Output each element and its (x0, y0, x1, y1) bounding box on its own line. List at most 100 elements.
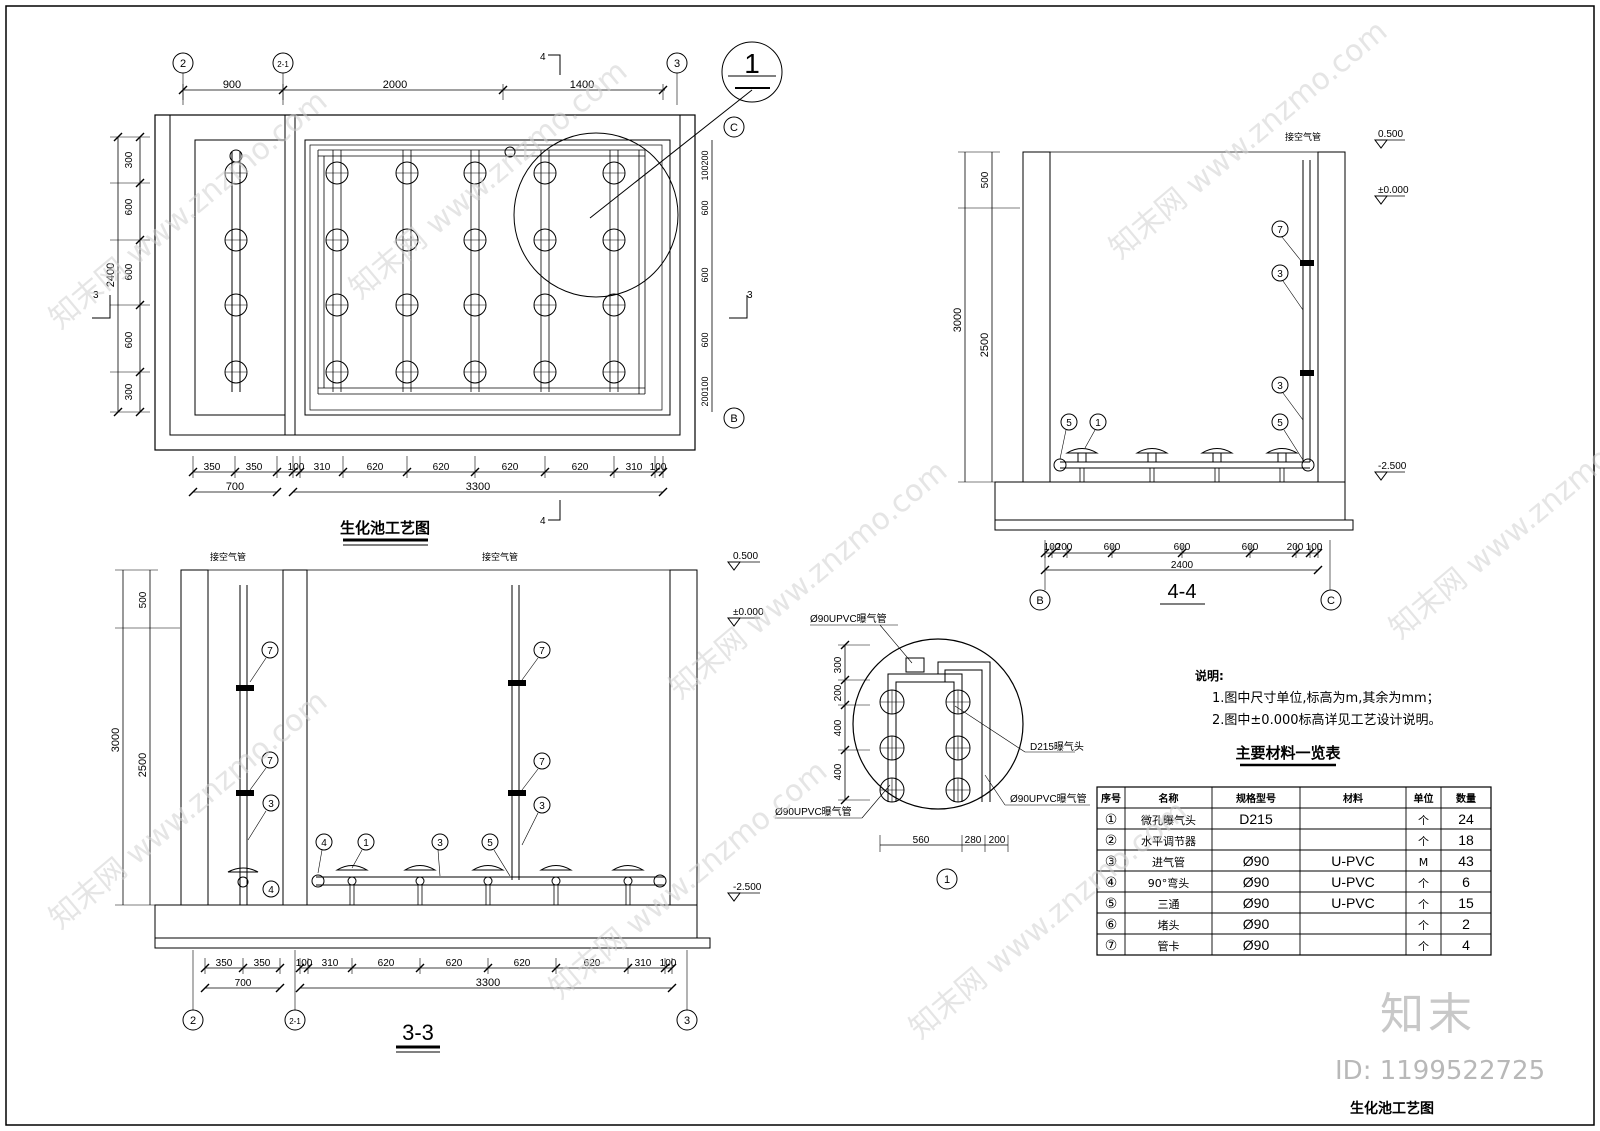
plan-title: 生化池工艺图 (340, 519, 430, 537)
svg-text:100: 100 (288, 462, 305, 473)
watermark-id: ID: 1199522725 (1335, 1056, 1546, 1086)
svg-text:15: 15 (1458, 895, 1474, 911)
svg-text:5: 5 (1277, 418, 1283, 429)
svg-text:⑥: ⑥ (1105, 917, 1118, 933)
svg-text:100: 100 (700, 376, 710, 391)
svg-text:2400: 2400 (1171, 560, 1194, 571)
svg-text:100: 100 (1306, 542, 1323, 553)
svg-text:310: 310 (626, 462, 643, 473)
svg-text:2400: 2400 (105, 263, 117, 287)
svg-text:560: 560 (913, 835, 930, 846)
svg-text:个: 个 (1418, 814, 1429, 827)
svg-text:0.500: 0.500 (1378, 129, 1403, 140)
svg-text:900: 900 (223, 79, 241, 91)
svg-text:300: 300 (833, 656, 844, 673)
svg-text:350: 350 (254, 958, 271, 969)
svg-text:知末网 www.znzmo.com: 知末网 www.znzmo.com (543, 754, 834, 1006)
svg-text:600: 600 (700, 332, 710, 347)
svg-text:±0.000: ±0.000 (1378, 185, 1409, 196)
svg-text:微孔曝气头: 微孔曝气头 (1141, 813, 1196, 827)
svg-text:-2.500: -2.500 (733, 882, 762, 893)
svg-text:310: 310 (314, 462, 331, 473)
svg-text:620: 620 (433, 462, 450, 473)
svg-text:3000: 3000 (110, 728, 122, 752)
svg-text:数量: 数量 (1456, 792, 1476, 805)
svg-text:3: 3 (1277, 381, 1283, 392)
grid-3-bubble: 3 (674, 58, 680, 70)
svg-text:5: 5 (487, 838, 493, 849)
svg-text:7: 7 (539, 757, 545, 768)
footer-title: 生化池工艺图 (1350, 1101, 1434, 1117)
svg-text:300: 300 (124, 383, 135, 400)
svg-text:U-PVC: U-PVC (1331, 874, 1375, 890)
svg-text:3300: 3300 (466, 481, 490, 493)
watermark-overlay: 知末网 www.znzmo.com 知末网 www.znzmo.com 知末网 ww… (43, 14, 1600, 1046)
svg-text:B: B (1036, 595, 1043, 607)
svg-text:知末网 www.znzmo.com: 知末网 www.znzmo.com (43, 684, 334, 936)
svg-text:个: 个 (1418, 919, 1429, 932)
svg-text:进气管: 进气管 (1152, 855, 1185, 869)
svg-text:700: 700 (226, 481, 244, 493)
svg-text:知末网 www.znzmo.com: 知末网 www.znzmo.com (1383, 394, 1600, 646)
svg-text:个: 个 (1418, 940, 1429, 953)
svg-text:3: 3 (684, 1015, 690, 1027)
detail-1-marker (721, 41, 783, 103)
svg-text:知末网 www.znzmo.com: 知末网 www.znzmo.com (43, 84, 334, 336)
svg-text:350: 350 (216, 958, 233, 969)
grid-2-bubble: 2 (180, 58, 186, 70)
svg-text:①: ① (1105, 812, 1118, 828)
svg-text:600: 600 (700, 267, 710, 282)
svg-text:90°弯头: 90°弯头 (1148, 876, 1190, 890)
svg-text:2500: 2500 (979, 333, 991, 357)
svg-text:7: 7 (267, 756, 273, 767)
svg-text:500: 500 (138, 591, 149, 608)
svg-text:4: 4 (540, 52, 546, 63)
grid-B-bubble: B (730, 413, 737, 425)
notes-line-2: 2.图中±0.000标高详见工艺设计说明。 (1212, 712, 1442, 728)
svg-text:2000: 2000 (383, 79, 407, 91)
svg-text:400: 400 (833, 763, 844, 780)
svg-text:Ø90: Ø90 (1243, 937, 1270, 953)
svg-text:M: M (1419, 856, 1429, 869)
svg-text:3: 3 (93, 290, 99, 301)
svg-text:200: 200 (989, 835, 1006, 846)
svg-text:D215曝气头: D215曝气头 (1030, 740, 1084, 753)
svg-text:Ø90UPVC曝气管: Ø90UPVC曝气管 (810, 612, 887, 625)
svg-text:4: 4 (268, 885, 274, 896)
svg-text:序号: 序号 (1101, 792, 1121, 805)
svg-text:1400: 1400 (570, 79, 594, 91)
svg-text:280: 280 (965, 835, 982, 846)
svg-text:水平调节器: 水平调节器 (1141, 835, 1196, 848)
svg-text:0.500: 0.500 (733, 551, 758, 562)
svg-text:4: 4 (1462, 937, 1470, 953)
svg-text:600: 600 (124, 331, 135, 348)
svg-text:1: 1 (944, 874, 950, 886)
detail-1: Ø90UPVC曝气管 D215曝气头 Ø90UPVC曝气管 Ø90UPVC曝气管… (775, 612, 1090, 890)
svg-text:100: 100 (1044, 542, 1061, 553)
svg-text:2: 2 (1462, 916, 1470, 932)
notes-block: 说明: 1.图中尺寸单位,标高为m,其余为mm； 2.图中±0.000标高详见工… (1195, 668, 1442, 728)
plan-view: 1 900 2000 1400 2 2-1 3 C B 4 4 3 3 300 … (92, 41, 783, 546)
svg-text:2-1: 2-1 (289, 1017, 301, 1026)
svg-text:规格型号: 规格型号 (1236, 792, 1276, 805)
svg-text:②: ② (1105, 833, 1118, 849)
section-3-3: 接空气管 接空气管 7 7 3 4 7 7 3 4 1 3 5 0.500±0.… (110, 551, 764, 1053)
notes-line-1: 1.图中尺寸单位,标高为m,其余为mm； (1212, 690, 1440, 706)
detail-1-number: 1 (744, 48, 760, 79)
svg-text:310: 310 (322, 958, 339, 969)
svg-text:知末网 www.znzmo.com: 知末网 www.znzmo.com (1103, 14, 1394, 266)
svg-text:620: 620 (572, 462, 589, 473)
sheet-frame (5, 5, 1595, 1126)
svg-text:100: 100 (650, 462, 667, 473)
svg-text:300: 300 (124, 151, 135, 168)
svg-text:400: 400 (833, 719, 844, 736)
svg-text:7: 7 (539, 646, 545, 657)
svg-text:3: 3 (437, 838, 443, 849)
svg-text:④: ④ (1105, 875, 1118, 891)
section-3-3-title: 3-3 (402, 1020, 434, 1045)
svg-text:Ø90: Ø90 (1243, 895, 1270, 911)
svg-text:200: 200 (1056, 542, 1073, 553)
svg-text:200: 200 (700, 391, 710, 406)
